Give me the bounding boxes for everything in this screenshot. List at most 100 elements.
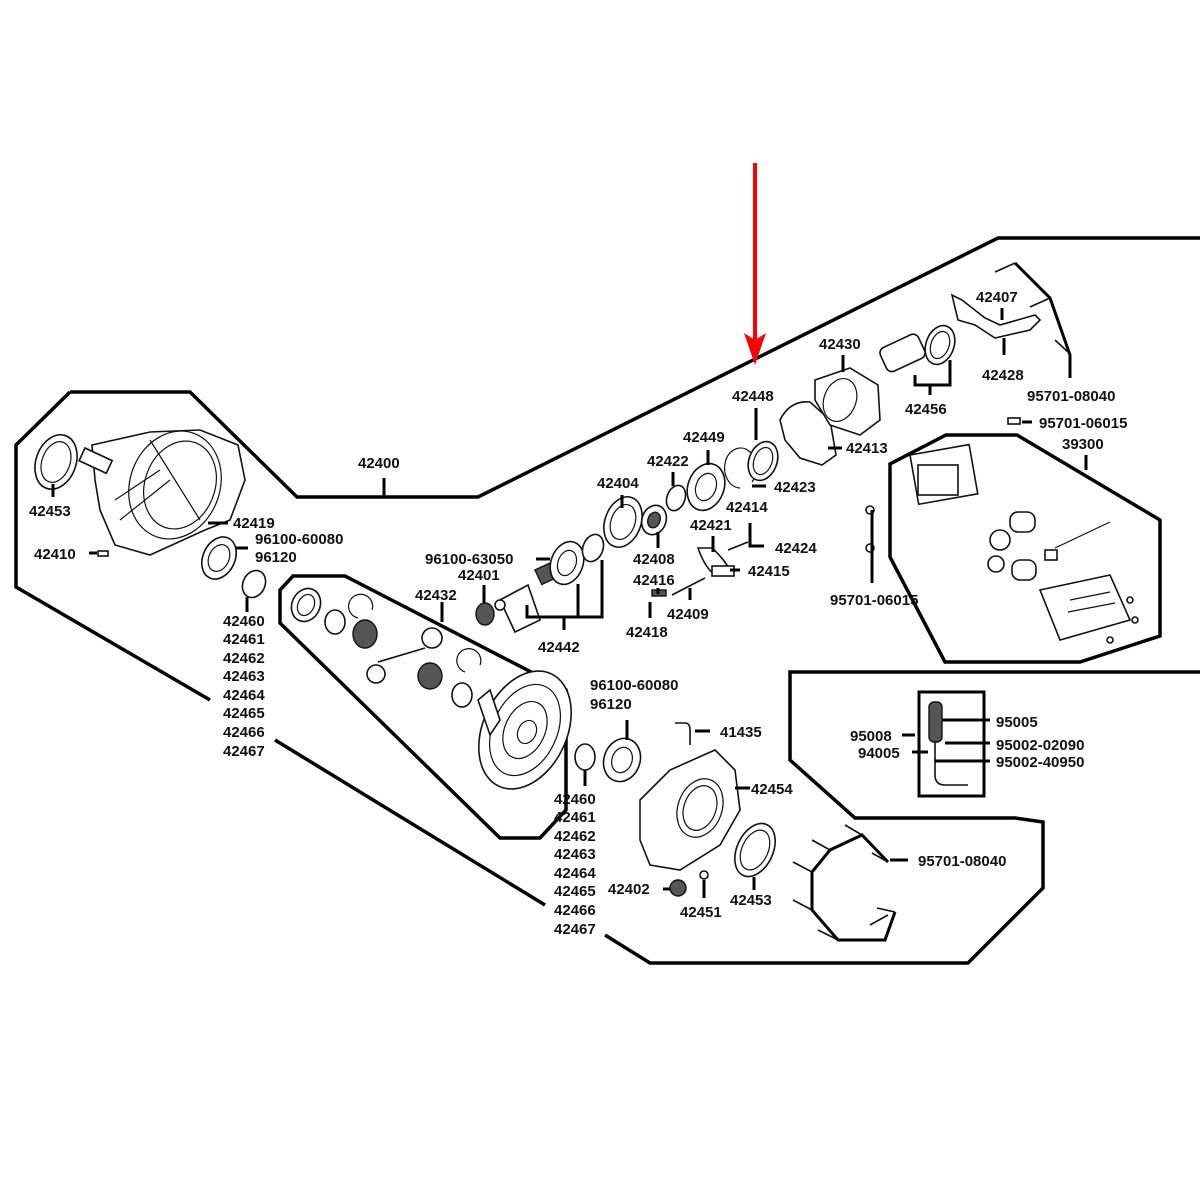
differential-outline [278, 574, 568, 840]
label-42418: 42418 [626, 624, 668, 641]
pinion-spacer [581, 533, 605, 563]
ring-gear [477, 670, 573, 790]
label-42453-left: 42453 [29, 503, 71, 520]
oil-seal-42453-left [34, 434, 78, 490]
label-shim-bottom: 42460 [554, 791, 596, 808]
label-94005: 94005 [858, 745, 900, 762]
label-42402: 42402 [608, 881, 650, 898]
label-96100-63050: 96100-63050 [425, 551, 513, 568]
label-shim-left: 42467 [223, 743, 265, 760]
label-shim-bottom: 42462 [554, 828, 596, 845]
bolt-42410 [97, 550, 109, 557]
drain-plug-42402 [669, 879, 687, 897]
bolts-95701-08040-bottom [792, 824, 908, 942]
main-assembly-outline [70, 236, 1200, 499]
actuator-assembly-39300 [909, 443, 1139, 644]
label-39300: 39300 [1062, 436, 1104, 453]
label-95701-08040-bottom: 95701-08040 [918, 853, 1006, 870]
label-shim-bottom: 42464 [554, 865, 596, 882]
label-42423: 42423 [774, 479, 816, 496]
label-95701-08040-top: 95701-08040 [1027, 388, 1115, 405]
label-95701-06015-left: 95701-06015 [830, 592, 918, 609]
actuator-outline [888, 433, 1162, 664]
label-42407: 42407 [976, 289, 1018, 306]
label-42415: 42415 [748, 563, 790, 580]
label-42401: 42401 [458, 567, 500, 584]
circlip-2 [456, 648, 482, 673]
sleeve-42456 [879, 324, 956, 373]
side-gear-2 [417, 662, 443, 690]
shim-list-bottom: 42460 42461 42462 42463 42464 42465 4246… [554, 791, 596, 938]
circlip [348, 593, 374, 619]
diff-shim-2 [451, 682, 473, 708]
label-shim-bottom: 42465 [554, 883, 596, 900]
label-42454: 42454 [751, 781, 793, 798]
diff-shim [324, 609, 346, 635]
label-95701-06015-top: 95701-06015 [1039, 415, 1127, 432]
breather-hose-assembly [928, 701, 968, 786]
label-42424: 42424 [775, 540, 817, 557]
label-41435: 41435 [720, 724, 762, 741]
oil-seal-42448 [747, 440, 779, 482]
bearing-96100-60080-bottom [602, 737, 642, 783]
main-assembly-outline-bottom2 [604, 670, 1200, 965]
label-42410: 42410 [34, 546, 76, 563]
label-shim-left: 42460 [223, 613, 265, 630]
housing-42430 [814, 367, 881, 436]
label-42408: 42408 [633, 551, 675, 568]
label-42419: 42419 [233, 515, 275, 532]
label-96120-bottom: 96120 [590, 696, 632, 713]
label-42442: 42442 [538, 639, 580, 656]
gasket-42413 [779, 401, 837, 466]
label-42430: 42430 [819, 336, 861, 353]
pinion-shaft [366, 627, 443, 684]
shift-rod-42409 [671, 577, 706, 596]
oil-seal-42453-bottom [734, 822, 776, 878]
gear-case-housing-42419 [78, 429, 246, 556]
label-shim-left: 42465 [223, 705, 265, 722]
needle-bearing-42404 [603, 496, 643, 548]
label-42414: 42414 [726, 499, 768, 516]
pin-42424 [727, 541, 749, 551]
label-shim-bottom: 42466 [554, 902, 596, 919]
label-95002-40950: 95002-40950 [996, 754, 1084, 771]
label-42404: 42404 [597, 475, 639, 492]
collar-42408 [640, 504, 668, 536]
bolts-95701-06015-left [865, 505, 875, 583]
differential-bearing [290, 587, 322, 623]
label-42413: 42413 [846, 440, 888, 457]
label-42416: 42416 [633, 572, 675, 589]
label-42451: 42451 [680, 904, 722, 921]
label-42448: 42448 [732, 388, 774, 405]
label-shim-left: 42466 [223, 724, 265, 741]
label-shim-left: 42461 [223, 631, 265, 648]
label-96120-left: 96120 [255, 549, 297, 566]
main-assembly-outline-bottom [274, 738, 546, 907]
label-42409: 42409 [667, 606, 709, 623]
shift-fork-42415 [696, 547, 735, 577]
bolt-95701-06015 [1007, 417, 1021, 425]
label-shim-left: 42463 [223, 668, 265, 685]
label-42422: 42422 [647, 453, 689, 470]
shim-ring-left [241, 569, 267, 599]
cover-42454 [639, 749, 741, 871]
shim-ring-bottom [574, 743, 596, 771]
bracket-42428 [950, 293, 1042, 339]
bearing-96100-60080-left [200, 536, 238, 580]
label-95005: 95005 [996, 714, 1038, 731]
highlight-arrow [744, 163, 766, 365]
label-42421: 42421 [690, 517, 732, 534]
label-42428: 42428 [982, 367, 1024, 384]
breather-fitting-41435 [675, 722, 691, 745]
label-42453-bottom: 42453 [730, 892, 772, 909]
label-95008: 95008 [850, 728, 892, 745]
bolts-95701-08040-top [994, 261, 1072, 378]
bolt-42451 [699, 870, 709, 880]
label-95002-02090: 95002-02090 [996, 737, 1084, 754]
label-shim-left: 42464 [223, 687, 265, 704]
label-shim-bottom: 42467 [554, 921, 596, 938]
bearing-96100-63050 [549, 540, 585, 586]
side-gear [352, 619, 378, 649]
label-42400: 42400 [358, 455, 400, 472]
